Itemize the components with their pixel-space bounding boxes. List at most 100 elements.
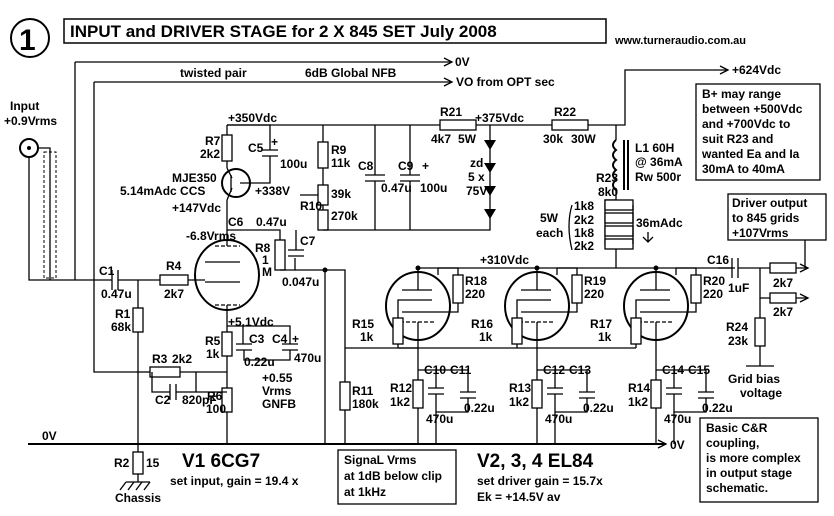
- svg-text:0.22u: 0.22u: [702, 401, 733, 415]
- svg-text:C16: C16: [707, 253, 729, 267]
- svg-text:1k2: 1k2: [509, 395, 529, 409]
- svg-text:at 1kHz: at 1kHz: [344, 485, 386, 499]
- svg-text:zd: zd: [470, 156, 483, 170]
- svg-text:270k: 270k: [331, 209, 358, 223]
- svg-text:R7: R7: [205, 134, 221, 148]
- svg-text:+0.9Vrms: +0.9Vrms: [4, 114, 57, 128]
- svg-text:C15: C15: [688, 363, 710, 377]
- svg-text:5 x: 5 x: [468, 170, 485, 184]
- svg-text:Ek = +14.5V av: Ek = +14.5V av: [477, 490, 561, 504]
- page-number-badge: 1: [10, 18, 50, 58]
- svg-text:2k2: 2k2: [172, 352, 192, 366]
- stage-labels: V1 6CG7 set input, gain = 19.4 x SignaL …: [170, 449, 603, 505]
- svg-text:+375Vdc: +375Vdc: [475, 111, 524, 125]
- svg-text:470u: 470u: [294, 351, 321, 365]
- svg-text:between +500Vdc: between +500Vdc: [702, 102, 803, 116]
- svg-text:100: 100: [206, 402, 226, 416]
- svg-text:R8: R8: [255, 241, 271, 255]
- svg-text:R9: R9: [331, 143, 347, 157]
- svg-text:C1: C1: [99, 264, 115, 278]
- svg-text:220: 220: [465, 287, 485, 301]
- svg-text:470u: 470u: [545, 412, 572, 426]
- svg-text:68k: 68k: [111, 320, 131, 334]
- svg-text:C5: C5: [248, 141, 264, 155]
- r11: R11 180k: [325, 269, 418, 444]
- svg-text:and +700Vdc to: and +700Vdc to: [702, 117, 790, 131]
- svg-text:75V: 75V: [466, 184, 487, 198]
- svg-text:is more complex: is more complex: [706, 451, 801, 465]
- svg-text:5W: 5W: [458, 132, 477, 146]
- svg-text:to 845 grids: to 845 grids: [732, 211, 800, 225]
- svg-text:0.047u: 0.047u: [282, 275, 319, 289]
- svg-text:+0.55: +0.55: [262, 371, 293, 385]
- svg-text:each: each: [536, 226, 563, 240]
- svg-text:C3: C3: [249, 332, 265, 346]
- svg-text:0V: 0V: [42, 429, 57, 443]
- svg-text:R23: R23: [596, 171, 618, 185]
- svg-text:R22: R22: [554, 105, 576, 119]
- svg-text:220: 220: [703, 287, 723, 301]
- svg-text:R24: R24: [726, 320, 748, 334]
- svg-text:36mAdc: 36mAdc: [636, 216, 683, 230]
- svg-text:suit R23 and: suit R23 and: [702, 132, 773, 146]
- svg-text:Grid bias: Grid bias: [728, 372, 780, 386]
- svg-text:R20: R20: [703, 274, 725, 288]
- svg-text:Chassis: Chassis: [115, 491, 161, 505]
- stage1-name: V1 6CG7: [182, 451, 260, 472]
- svg-text:R21: R21: [440, 105, 462, 119]
- svg-text:C11: C11: [450, 363, 472, 377]
- svg-text:R2: R2: [114, 456, 130, 470]
- svg-text:1k2: 1k2: [390, 395, 410, 409]
- power-supply: C8 0.47u C9 + 100u R21 4k7 5W +375Vdc R2…: [358, 105, 683, 268]
- svg-text:R10: R10: [300, 199, 322, 213]
- svg-text:C10: C10: [424, 363, 446, 377]
- svg-text:R13: R13: [509, 381, 531, 395]
- svg-text:100u: 100u: [420, 181, 447, 195]
- svg-text:MJE350: MJE350: [172, 171, 217, 185]
- svg-text:C9: C9: [398, 159, 414, 173]
- svg-text:+624Vdc: +624Vdc: [732, 63, 781, 77]
- title-box: INPUT and DRIVER STAGE for 2 X 845 SET J…: [63, 18, 607, 44]
- svg-text:R12: R12: [390, 381, 412, 395]
- svg-text:R1: R1: [115, 307, 131, 321]
- svg-text:1: 1: [262, 253, 269, 267]
- svg-text:C8: C8: [358, 159, 374, 173]
- svg-text:twisted pair: twisted pair: [180, 66, 247, 80]
- svg-text:0.47u: 0.47u: [101, 287, 132, 301]
- svg-text:+147Vdc: +147Vdc: [172, 201, 221, 215]
- svg-text:1uF: 1uF: [728, 281, 749, 295]
- rails: 0V VO from OPT sec twisted pair 6dB Glob…: [28, 55, 781, 452]
- driver-output-note: Driver output to 845 grids +107Vrms: [727, 193, 827, 268]
- svg-text:1k8: 1k8: [574, 199, 594, 213]
- svg-text:R17: R17: [590, 317, 612, 331]
- svg-text:470u: 470u: [664, 412, 691, 426]
- svg-text:2k7: 2k7: [773, 305, 793, 319]
- svg-text:@ 36mA: @ 36mA: [635, 155, 683, 169]
- svg-text:+: +: [292, 332, 299, 346]
- svg-text:R16: R16: [471, 317, 493, 331]
- svg-text:15: 15: [146, 456, 160, 470]
- stage2-name: V2, 3, 4 EL84: [477, 451, 594, 472]
- svg-text:2k7: 2k7: [773, 276, 793, 290]
- svg-text:5W: 5W: [540, 211, 559, 225]
- svg-text:1k8: 1k8: [574, 226, 594, 240]
- svg-text:0.22u: 0.22u: [464, 401, 495, 415]
- svg-text:4k7: 4k7: [431, 132, 451, 146]
- svg-text:R19: R19: [584, 274, 606, 288]
- svg-text:R18: R18: [465, 274, 487, 288]
- svg-text:M: M: [262, 265, 272, 279]
- svg-text:6dB Global NFB: 6dB Global NFB: [305, 66, 397, 80]
- bplus-note: B+ may range between +500Vdc and +700Vdc…: [695, 83, 821, 181]
- page-title: INPUT and DRIVER STAGE for 2 X 845 SET J…: [70, 22, 497, 41]
- svg-text:1k2: 1k2: [628, 395, 648, 409]
- svg-text:C14: C14: [662, 363, 684, 377]
- output-section: C16 1uF 2k7 2k7 R24 23k Grid bias voltag…: [699, 253, 819, 503]
- tube-v1: [194, 239, 260, 311]
- svg-text:1k: 1k: [598, 330, 612, 344]
- svg-text:23k: 23k: [728, 334, 748, 348]
- svg-text:B+ may range: B+ may range: [702, 87, 781, 101]
- svg-text:C6: C6: [228, 215, 244, 229]
